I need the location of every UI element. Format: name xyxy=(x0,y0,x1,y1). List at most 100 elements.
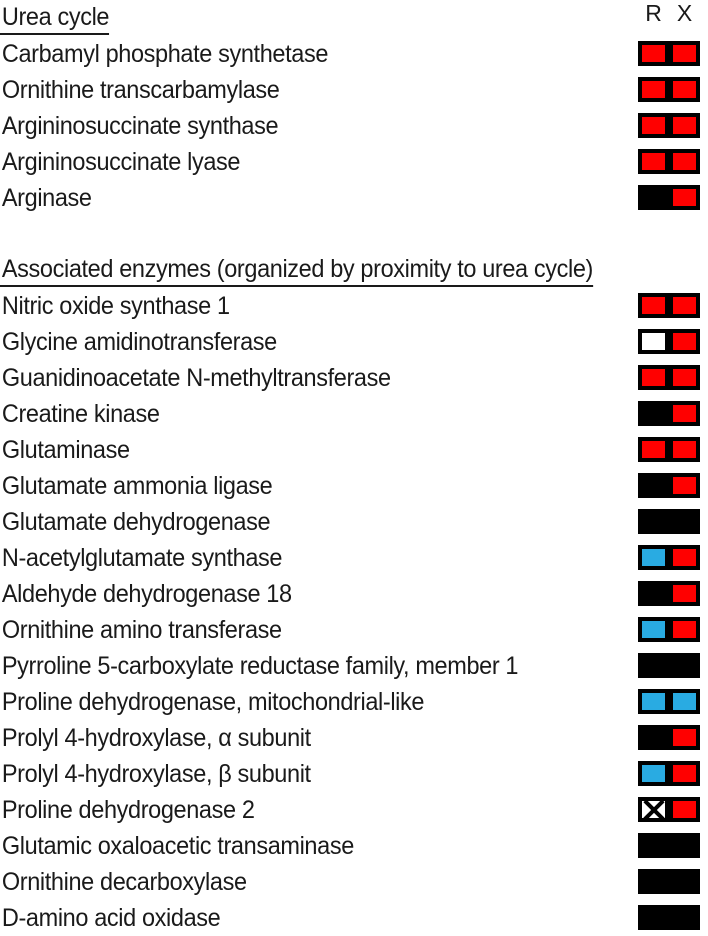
column-header-x: X xyxy=(676,0,693,26)
enzyme-name: Ornithine decarboxylase xyxy=(1,868,247,896)
swatch-pair xyxy=(638,653,700,678)
swatch-pair xyxy=(638,473,700,498)
swatch-cell-x-red xyxy=(669,185,700,210)
enzyme-name: Prolyl 4-hydroxylase, β subunit xyxy=(1,760,311,788)
table-row: Pyrroline 5-carboxylate reductase family… xyxy=(0,648,708,684)
section-title: Associated enzymes (organized by proximi… xyxy=(0,254,593,287)
column-header-r: R xyxy=(645,0,662,26)
swatch-cell-r-black xyxy=(638,833,669,858)
swatch-pair xyxy=(638,509,700,534)
swatch-pair xyxy=(638,869,700,894)
swatch-pair xyxy=(638,581,700,606)
enzyme-name: Aldehyde dehydrogenase 18 xyxy=(1,580,292,608)
enzyme-name: Glutaminase xyxy=(1,436,130,464)
swatch-cell-x-black xyxy=(669,509,700,534)
swatch-pair xyxy=(638,725,700,750)
swatch-cell-r-white xyxy=(638,329,669,354)
table-row: N-acetylglutamate synthase xyxy=(0,540,708,576)
table-row: Argininosuccinate synthase xyxy=(0,108,708,144)
table-row: Aldehyde dehydrogenase 18 xyxy=(0,576,708,612)
swatch-cell-x-red xyxy=(669,437,700,462)
swatch-cell-x-red xyxy=(669,401,700,426)
enzyme-name: Carbamyl phosphate synthetase xyxy=(1,40,329,68)
swatch-cell-r-black xyxy=(638,725,669,750)
swatch-cell-x-red xyxy=(669,41,700,66)
swatch-cell-r-red xyxy=(638,77,669,102)
swatch-cell-x-red xyxy=(669,77,700,102)
enzyme-name: Proline dehydrogenase 2 xyxy=(1,796,255,824)
enzyme-name: Glycine amidinotransferase xyxy=(1,328,277,356)
table-row: Glycine amidinotransferase xyxy=(0,324,708,360)
enzyme-name: Nitric oxide synthase 1 xyxy=(1,292,230,320)
swatch-cell-x-red xyxy=(669,473,700,498)
table-row: Ornithine decarboxylase xyxy=(0,864,708,900)
swatch-cell-x-red xyxy=(669,797,700,822)
swatch-cell-r-red xyxy=(638,41,669,66)
table-row: Ornithine amino transferase xyxy=(0,612,708,648)
swatch-cell-x-red xyxy=(669,581,700,606)
swatch-pair xyxy=(638,833,700,858)
swatch-cell-r-cyan xyxy=(638,617,669,642)
swatch-pair xyxy=(638,185,700,210)
table-row: Prolyl 4-hydroxylase, α subunit xyxy=(0,720,708,756)
swatch-cell-x-red xyxy=(669,617,700,642)
swatch-cell-r-red xyxy=(638,293,669,318)
swatch-pair xyxy=(638,113,700,138)
enzyme-name: Ornithine amino transferase xyxy=(1,616,282,644)
swatch-pair xyxy=(638,437,700,462)
swatch-cell-r-black xyxy=(638,473,669,498)
swatch-pair xyxy=(638,689,700,714)
enzyme-name: Glutamate dehydrogenase xyxy=(1,508,271,536)
swatch-cell-r-red xyxy=(638,113,669,138)
swatch-pair xyxy=(638,545,700,570)
enzyme-name: D-amino acid oxidase xyxy=(1,904,221,932)
column-headers: R X xyxy=(638,0,700,30)
swatch-pair xyxy=(638,77,700,102)
swatch-cell-r-black xyxy=(638,509,669,534)
enzyme-name: Pyrroline 5-carboxylate reductase family… xyxy=(1,652,519,680)
swatch-cell-r-cyan xyxy=(638,545,669,570)
swatch-pair xyxy=(638,329,700,354)
swatch-cell-x-red xyxy=(669,761,700,786)
table-row: Glutamate ammonia ligase xyxy=(0,468,708,504)
swatch-pair xyxy=(638,365,700,390)
swatch-pair xyxy=(638,617,700,642)
enzyme-name: Guanidinoacetate N-methyltransferase xyxy=(1,364,391,392)
swatch-cell-r-black xyxy=(638,185,669,210)
table-row: Argininosuccinate lyase xyxy=(0,144,708,180)
swatch-cell-r-cyan xyxy=(638,761,669,786)
swatch-cell-r-black xyxy=(638,653,669,678)
swatch-cell-x-black xyxy=(669,653,700,678)
table-row: Creatine kinase xyxy=(0,396,708,432)
swatch-pair xyxy=(638,797,700,822)
swatch-cell-x-red xyxy=(669,545,700,570)
swatch-cell-r-red xyxy=(638,437,669,462)
enzyme-name: Glutamic oxaloacetic transaminase xyxy=(1,832,354,860)
enzyme-name: Creatine kinase xyxy=(1,400,160,428)
enzyme-name: Glutamate ammonia ligase xyxy=(1,472,273,500)
swatch-cell-r-black xyxy=(638,869,669,894)
table-row: Proline dehydrogenase 2 xyxy=(0,792,708,828)
swatch-cell-r-red xyxy=(638,149,669,174)
swatch-cell-r-cross xyxy=(638,797,669,822)
table-row: Ornithine transcarbamylase xyxy=(0,72,708,108)
swatch-cell-r-black xyxy=(638,905,669,930)
swatch-cell-r-black xyxy=(638,581,669,606)
swatch-cell-x-red xyxy=(669,113,700,138)
swatch-cell-x-black xyxy=(669,905,700,930)
swatch-pair xyxy=(638,293,700,318)
table-row: Glutamic oxaloacetic transaminase xyxy=(0,828,708,864)
section-title: Urea cycle xyxy=(0,2,110,35)
table-row: Nitric oxide synthase 1 xyxy=(0,288,708,324)
swatch-cell-x-red xyxy=(669,365,700,390)
swatch-cell-x-black xyxy=(669,833,700,858)
swatch-cell-x-red xyxy=(669,293,700,318)
swatch-cell-x-red xyxy=(669,149,700,174)
enzyme-name: Prolyl 4-hydroxylase, α subunit xyxy=(1,724,311,752)
swatch-pair xyxy=(638,149,700,174)
enzyme-name: Argininosuccinate lyase xyxy=(1,148,241,176)
swatch-cell-r-red xyxy=(638,365,669,390)
table-row: Carbamyl phosphate synthetase xyxy=(0,36,708,72)
